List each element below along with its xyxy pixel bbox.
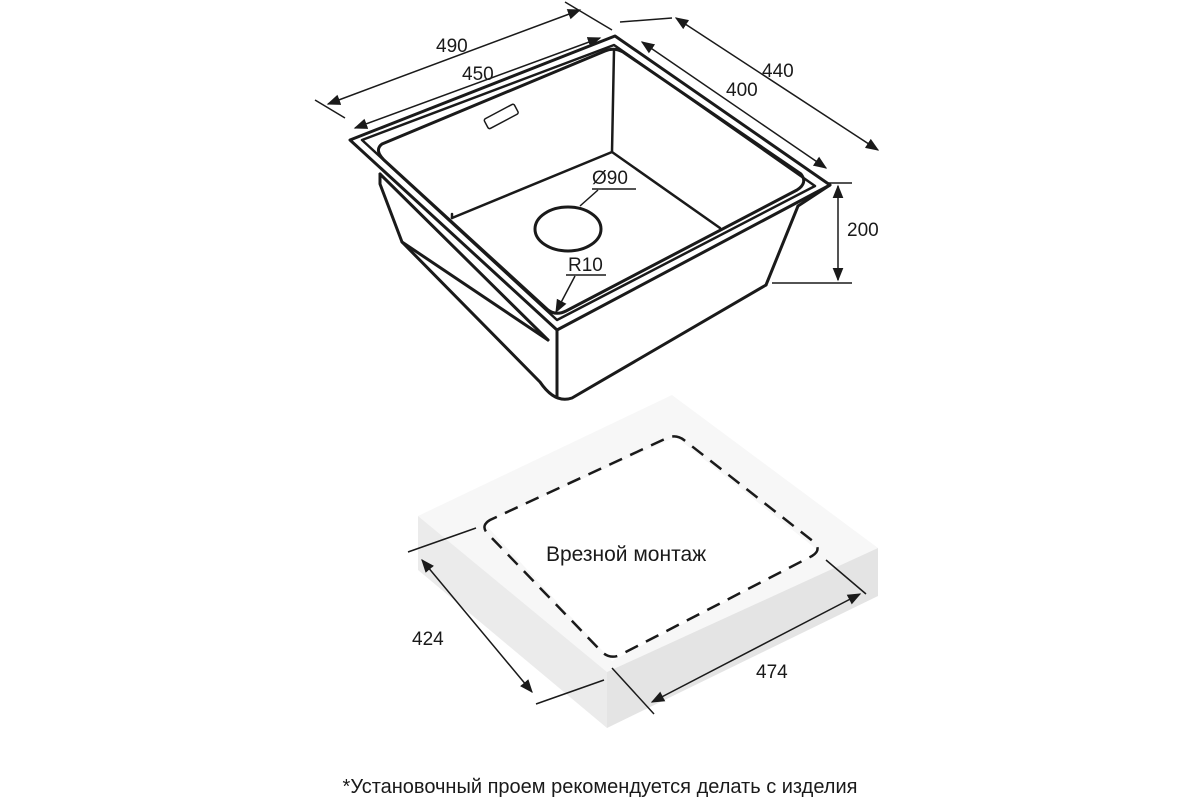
- drain-hole: [533, 205, 603, 253]
- bowl-back-wall-left: [610, 48, 616, 154]
- dim-label-200: 200: [847, 220, 879, 241]
- radius-leader: [555, 275, 576, 314]
- dim-label-424: 424: [412, 629, 444, 650]
- dim-line-490: [326, 9, 582, 105]
- dim-line-400: [640, 41, 828, 169]
- dim-line-424: [421, 558, 533, 694]
- dim-line-474: [650, 593, 862, 703]
- dim-label-450: 450: [462, 64, 494, 85]
- dim-label-440: 440: [762, 61, 794, 82]
- sink-drawing: [348, 34, 832, 401]
- dim-label-474: 474: [756, 662, 788, 683]
- sink-body-front-edge: [378, 172, 550, 342]
- sink-outer-rim: [348, 34, 832, 332]
- slab-dimension-lines: [407, 527, 867, 715]
- dim-line-440: [674, 17, 880, 151]
- radius-label: R10: [568, 255, 603, 276]
- installation-footnote: *Установочный проем рекомендуется делать…: [343, 776, 858, 798]
- drain-leader: [579, 189, 599, 207]
- dim-line-450: [353, 37, 602, 129]
- dim-label-400: 400: [726, 80, 758, 101]
- brand-badge: [483, 103, 519, 130]
- bowl-bottom-back-left: [450, 150, 722, 230]
- sink-dimension-lines: [314, 1, 880, 314]
- sink-body-right-top: [796, 183, 832, 208]
- sink-body-right: [764, 204, 800, 287]
- cutout-opening: [484, 437, 820, 661]
- mounting-type-label: Врезной монтаж: [546, 543, 706, 566]
- cutout-dashed-outline: [483, 435, 819, 658]
- drain-label: Ø90: [592, 168, 628, 189]
- dim-label-490: 490: [436, 36, 468, 57]
- sink-body-left: [378, 172, 550, 342]
- bowl-opening: [377, 47, 806, 315]
- sink-body-left-outer: [400, 240, 768, 401]
